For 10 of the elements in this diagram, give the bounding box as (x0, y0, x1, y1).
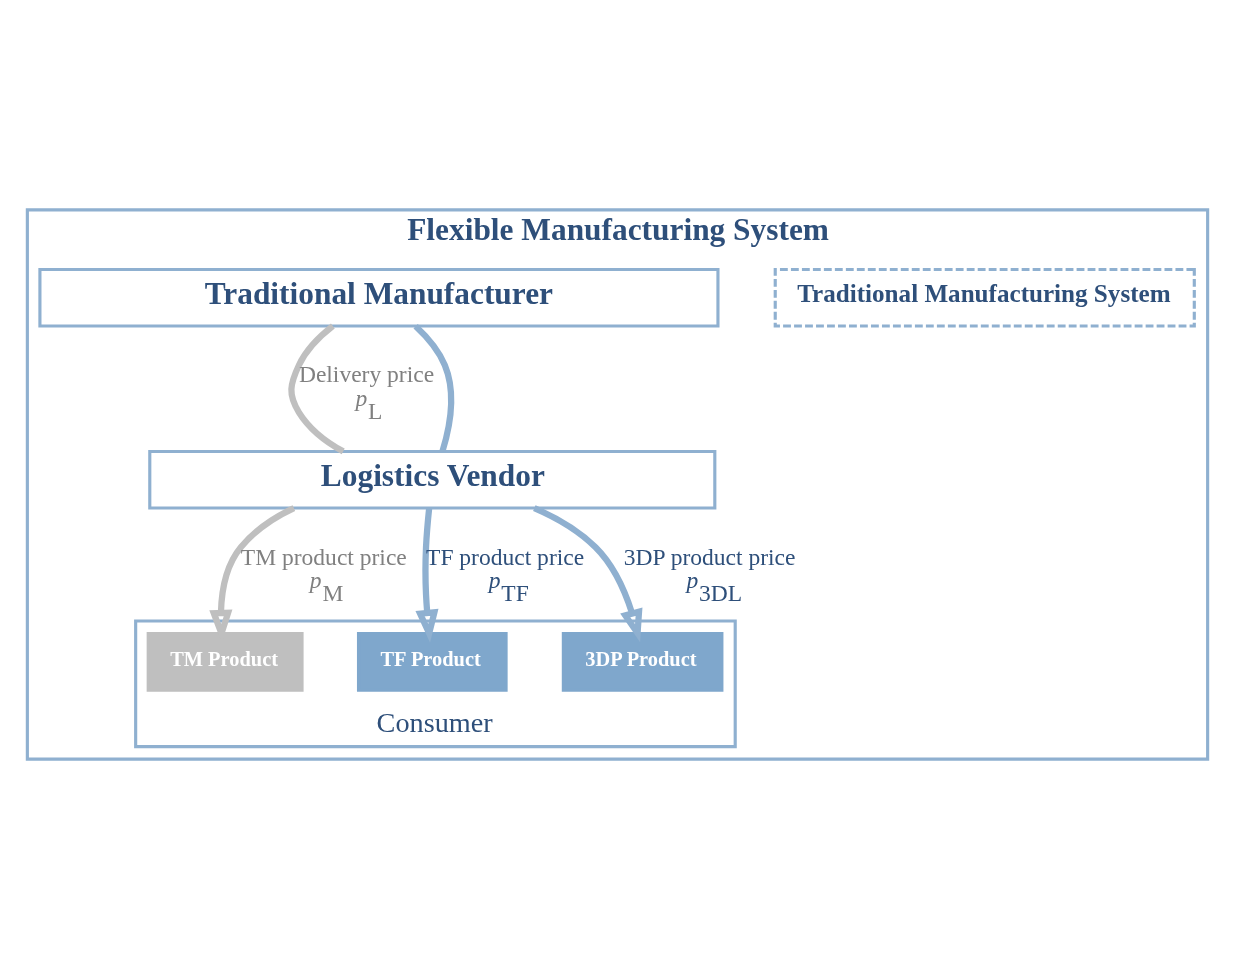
node-box: Traditional Manufacturer (38, 267, 720, 328)
arrow (415, 507, 439, 643)
connector (288, 323, 345, 454)
node-box: Traditional Manufacturing System (773, 267, 1196, 328)
arrow (533, 504, 643, 642)
node-box: Logistics Vendor (148, 449, 717, 510)
node-box: 3DP Product (561, 631, 724, 692)
node-box: TM Product (146, 631, 304, 692)
connector (413, 323, 455, 452)
node-box: TF Product (356, 631, 508, 692)
